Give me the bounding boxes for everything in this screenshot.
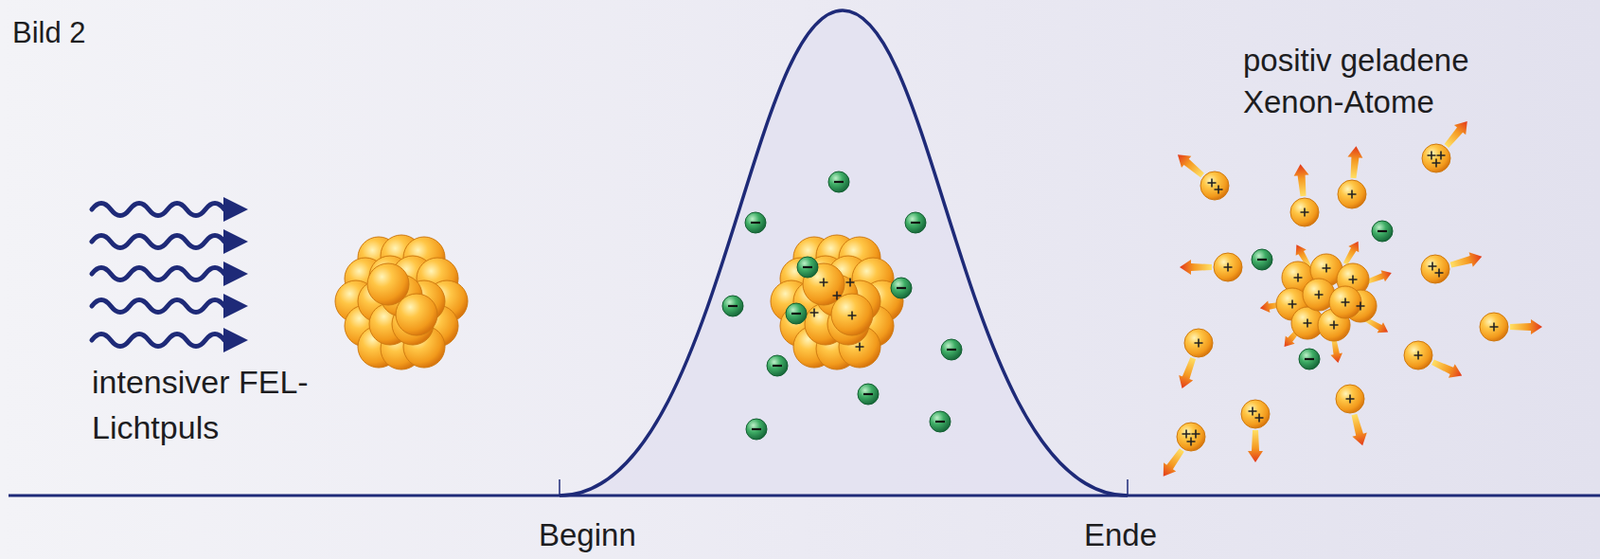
ionised-cluster: [770, 234, 904, 370]
flying-ions: [1156, 116, 1543, 481]
time-axis: [8, 479, 1600, 496]
electrons: [722, 171, 962, 440]
pulse-label: intensiver FEL-Lichtpuls: [91, 358, 338, 450]
figure-title: Bild 2: [12, 15, 87, 52]
pulse-curve: [559, 10, 1128, 496]
start-label: Beginn: [538, 515, 637, 554]
pulse-outline: [559, 10, 1128, 496]
ion-label: positiv geladene Xenon-Atome: [1243, 39, 1556, 124]
end-label: Ende: [1084, 515, 1157, 554]
exploding-cluster: [1259, 238, 1394, 365]
light-waves: [91, 196, 249, 353]
xenon-cluster: [335, 234, 468, 370]
